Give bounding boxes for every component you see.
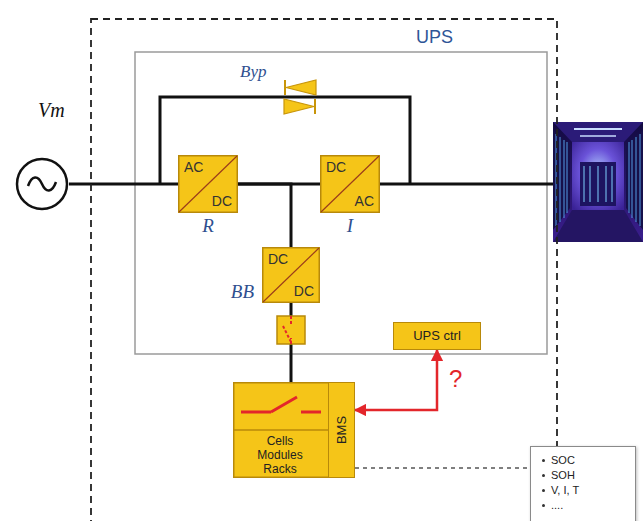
server-rack-left [553, 130, 570, 230]
rectifier-box: ACDCR [178, 155, 238, 213]
inner-ups-frame [135, 52, 547, 354]
enclosure-title: UPS [416, 27, 453, 47]
bms-data-callout: SOCSOHV, I, T.... [530, 446, 636, 521]
converter-diagonal [321, 156, 379, 212]
converter-body [179, 156, 238, 213]
server-rack-right [626, 130, 643, 230]
center-rack-lights [584, 166, 612, 202]
dc-bus-branch [238, 184, 291, 247]
dc-switch-symbol [283, 316, 291, 344]
bms-communication-arrow [355, 350, 437, 410]
server-room-image [553, 122, 643, 242]
rack-light [606, 166, 607, 202]
rack-light [632, 140, 633, 218]
voltage-source: Vm [15, 157, 69, 211]
callout-item: .... [551, 498, 629, 513]
battery-breaker-symbol [241, 397, 321, 412]
ceiling-light [574, 128, 622, 130]
callout-item: V, I, T [551, 483, 629, 498]
converter-output: AC [355, 193, 374, 209]
callout-item: SOC [551, 453, 629, 468]
callout-item: SOH [551, 468, 629, 483]
server-background [553, 122, 643, 242]
voltage-source-outline [15, 157, 69, 211]
thyristor-triangle [286, 80, 316, 95]
thyristor-triangle [284, 99, 314, 114]
server-ceiling [553, 122, 643, 142]
converter-input: DC [268, 251, 288, 267]
battery-pack: Cells Modules Racks BMS [233, 382, 355, 478]
dc-switch-box [277, 316, 305, 344]
rack-lights [556, 134, 640, 226]
bms-label: BMS [334, 416, 350, 444]
rack-light [629, 142, 630, 213]
rack-light [564, 140, 565, 218]
source-circle [17, 159, 67, 209]
converter-output: DC [212, 193, 232, 209]
rack-light [567, 142, 568, 213]
server-center-rack [580, 162, 616, 206]
rack-light [584, 166, 585, 202]
rack-light [560, 137, 561, 222]
converter-name: BB [231, 281, 254, 303]
output-wire [380, 183, 553, 186]
rack-light [598, 166, 599, 202]
converter-diagonal [179, 156, 237, 212]
callout-leader [355, 467, 530, 469]
converter-input: AC [184, 159, 203, 175]
converter-body [263, 248, 320, 303]
converter-body [321, 156, 380, 213]
power-wire [69, 183, 178, 186]
rack-light [640, 134, 641, 226]
rack-light [590, 166, 591, 202]
battery-label: Cells Modules Racks [251, 434, 309, 476]
thyristor-bar [314, 99, 316, 114]
ac-tilde-symbol [28, 177, 56, 190]
rack-light [636, 137, 637, 222]
battery-body [234, 383, 355, 478]
ups-enclosure: UPS AC DC R DC AC I DC DC BB UPS ctrlCells Modules… [90, 18, 558, 521]
buck-boost-box: DCDCBB [262, 247, 320, 303]
converter-diagonal [263, 248, 319, 302]
controller-box: UPS ctrl [393, 322, 481, 350]
server-far-wall [572, 142, 624, 210]
converter-name: R [178, 215, 238, 237]
ceiling-light [580, 135, 616, 137]
controller-label: UPS ctrl [413, 328, 461, 344]
converter-input: DC [326, 159, 346, 175]
bypass-label: Byp [240, 62, 266, 82]
source-voltage-label: Vm [38, 99, 65, 121]
bypass-thyristor-symbol [284, 80, 316, 114]
bms-strip: BMS [328, 382, 355, 478]
server-floor [553, 210, 643, 242]
dashed-border [91, 19, 557, 521]
inverter-box: DCACI [320, 155, 380, 213]
rack-light [612, 166, 613, 202]
converter-output: DC [294, 283, 314, 299]
battery-divider [233, 429, 328, 431]
edge-label: ? [449, 366, 462, 392]
thyristor-bar [284, 80, 286, 95]
converter-name: I [320, 215, 380, 237]
